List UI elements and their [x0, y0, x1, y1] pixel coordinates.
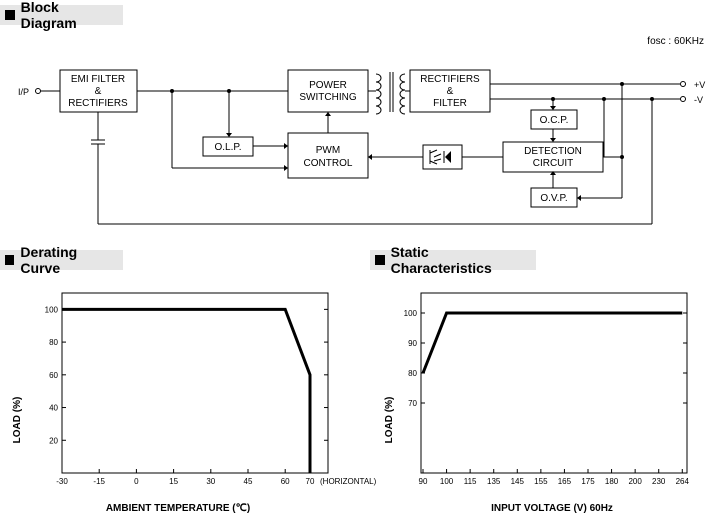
derating-x-tick-label: 15: [169, 477, 178, 486]
derating-y-tick-label: 20: [49, 436, 58, 445]
static-x-tick-label: 230: [652, 477, 666, 486]
derating-y-tick-label: 40: [49, 404, 58, 413]
emi-line-2: &: [95, 86, 102, 97]
derating-x-tick-label: -30: [56, 477, 68, 486]
ovp-label: O.V.P.: [540, 193, 567, 204]
static-y-tick-label: 80: [408, 369, 417, 378]
ocp-label: O.C.P.: [540, 115, 569, 126]
static-characteristics-title: Static Characteristics: [390, 244, 492, 276]
detection-circuit-box: [502, 141, 604, 173]
static-x-tick-label: 175: [581, 477, 595, 486]
static-x-tick-label: 90: [419, 477, 428, 486]
static-y-tick-label: 90: [408, 339, 417, 348]
pwm-line-2: CONTROL: [304, 158, 353, 169]
input-label: I/P: [18, 87, 29, 97]
block-diagram-title: Block Diagram: [20, 0, 77, 31]
derating-xlabel: AMBIENT TEMPERATURE (℃): [106, 503, 250, 514]
output-neg-terminal-icon: [680, 96, 686, 102]
derating-curve-header: Derating Curve: [0, 244, 123, 276]
derating-x-tick-label: -15: [93, 477, 105, 486]
output-neg-label: -V: [694, 95, 703, 105]
static-x-tick-label: 264: [676, 477, 690, 486]
pwm-control-box: [287, 132, 369, 179]
emi-line-3: RECTIFIERS: [68, 98, 128, 109]
derating-curve-title: Derating Curve: [20, 244, 78, 276]
static-characteristics-header: Static Characteristics: [370, 244, 536, 276]
derating-x-tick-label: 60: [281, 477, 290, 486]
static-xlabel: INPUT VOLTAGE (V) 60Hz: [491, 503, 613, 514]
emi-line-1: EMI FILTER: [71, 74, 125, 85]
pwm-line-1: PWM: [316, 145, 340, 156]
static-x-tick-label: 165: [558, 477, 572, 486]
ocp-box: [530, 109, 578, 130]
static-ylabel: LOAD (%): [384, 397, 395, 444]
power-switching-line-2: SWITCHING: [299, 92, 356, 103]
derating-y-tick-label: 80: [49, 338, 58, 347]
power-switching-line-1: POWER: [309, 80, 347, 91]
derating-x-tick-label: 70: [306, 477, 315, 486]
block-diagram-header: Block Diagram: [0, 0, 123, 31]
output-pos-terminal-icon: [680, 81, 686, 87]
derating-series-line: [62, 307, 312, 473]
derating-plot-frame: [61, 292, 329, 474]
input-terminal-icon: [35, 88, 41, 94]
transformer-secondary-icon: [399, 73, 406, 115]
derating-y-tick-label: 60: [49, 371, 58, 380]
derating-x-tick-label: 30: [206, 477, 215, 486]
static-x-tick-label: 135: [487, 477, 501, 486]
derating-y-tick-label: 100: [45, 305, 59, 314]
olp-label: O.L.P.: [214, 142, 241, 153]
header-square-icon: [375, 255, 385, 265]
static-x-tick-label: 180: [605, 477, 619, 486]
power-switching-box: [287, 69, 369, 113]
optocoupler-icon: [429, 149, 451, 165]
static-plot-frame: [420, 292, 688, 474]
fosc-label: fosc : 60KHz: [647, 36, 704, 47]
static-x-tick-label: 115: [464, 477, 477, 486]
rectifiers-filter-box: [409, 69, 491, 113]
rect-filter-line-1: RECTIFIERS: [420, 74, 480, 85]
derating-x-tick-label: 0: [134, 477, 139, 486]
static-x-tick-label: 155: [534, 477, 548, 486]
detection-line-2: CIRCUIT: [533, 158, 574, 169]
static-series-line: [421, 311, 683, 374]
rect-filter-line-2: &: [447, 86, 454, 97]
output-pos-label: +V: [694, 80, 705, 90]
static-y-tick-label: 100: [404, 309, 418, 318]
derating-ylabel: LOAD (%): [12, 397, 23, 444]
derating-x-suffix: (HORIZONTAL): [320, 477, 377, 486]
header-square-icon: [5, 10, 15, 20]
header-square-icon: [5, 255, 15, 265]
detection-line-1: DETECTION: [524, 146, 582, 157]
static-x-tick-label: 200: [628, 477, 642, 486]
rect-filter-line-3: FILTER: [433, 98, 467, 109]
transformer-primary-icon: [375, 73, 382, 115]
static-y-tick-label: 70: [408, 399, 417, 408]
derating-x-tick-label: 45: [244, 477, 253, 486]
static-x-tick-label: 100: [440, 477, 454, 486]
static-x-tick-label: 145: [511, 477, 525, 486]
emi-filter-box: [59, 69, 138, 113]
